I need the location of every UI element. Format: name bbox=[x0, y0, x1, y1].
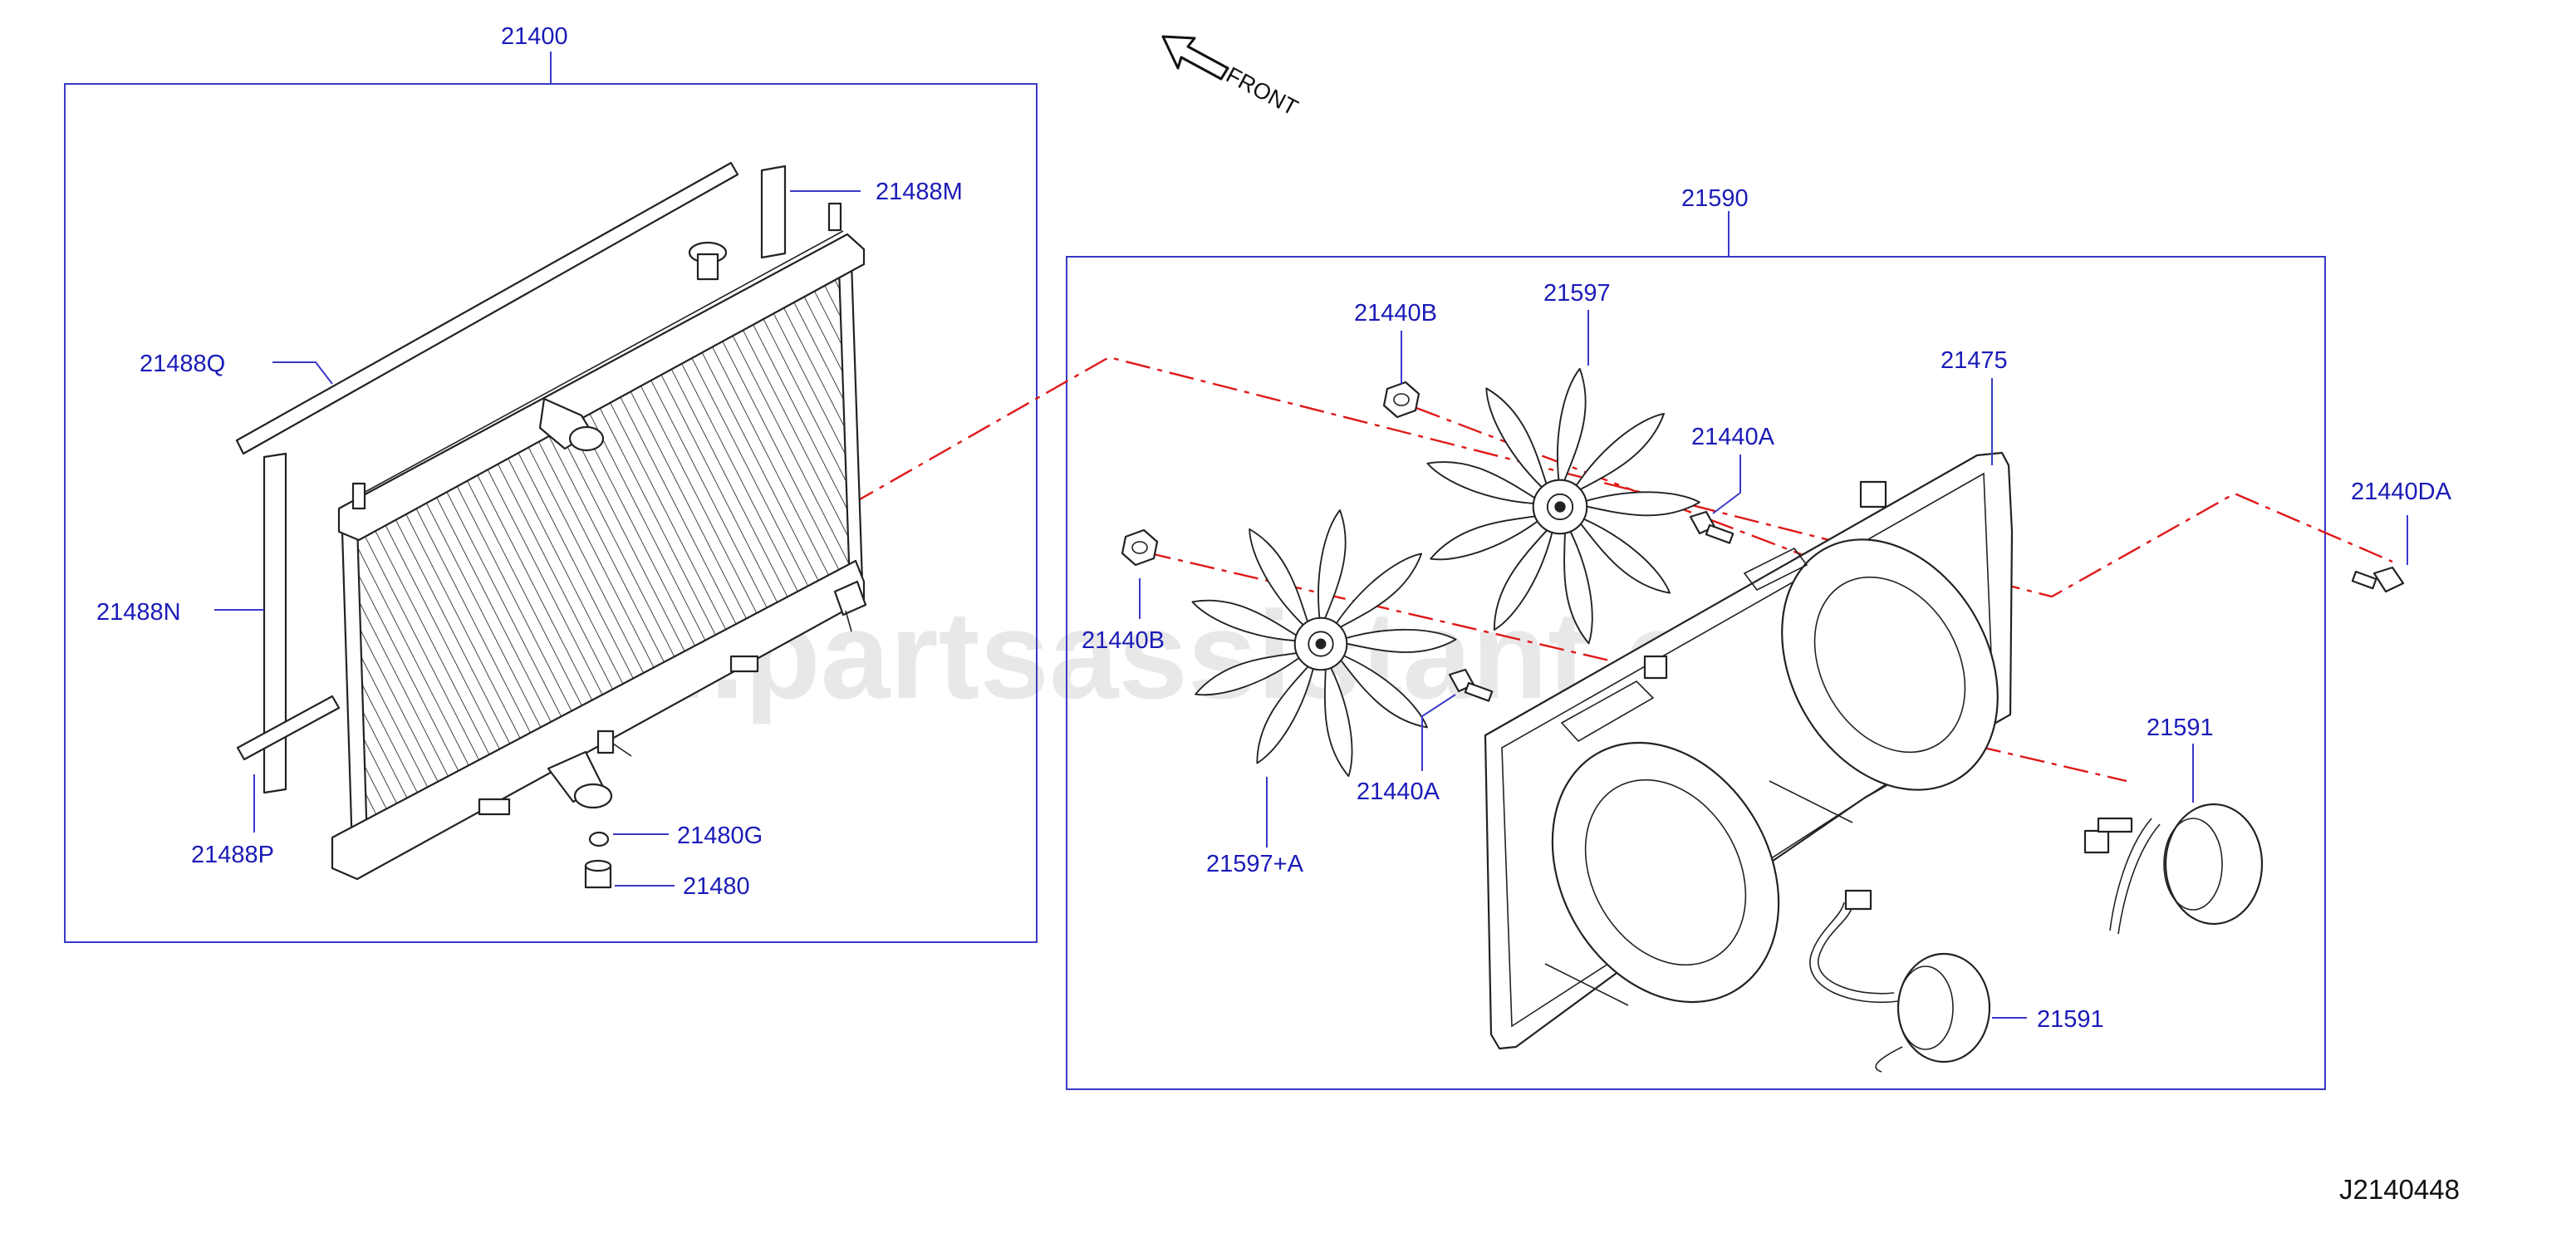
drain-gasket-icon bbox=[588, 831, 610, 847]
callout-21440A-top: 21440A bbox=[1691, 424, 1775, 450]
shroud-opening-left bbox=[1551, 741, 1780, 1004]
drain-plug-icon bbox=[584, 859, 612, 889]
callout-21488Q: 21488Q bbox=[140, 351, 225, 377]
nut-21440B-top-icon bbox=[1382, 381, 1420, 419]
seal-strip-left bbox=[263, 452, 287, 794]
seal-strip-bottom bbox=[236, 695, 341, 761]
fan-motor-right-icon bbox=[2083, 803, 2264, 935]
nut-21440B-left-icon bbox=[1121, 528, 1159, 567]
center-line bbox=[618, 356, 2393, 598]
callout-21488P: 21488P bbox=[191, 842, 274, 868]
callout-21597: 21597 bbox=[1543, 280, 1611, 307]
callout-21488M: 21488M bbox=[876, 179, 963, 205]
reference-code: J2140448 bbox=[2339, 1174, 2460, 1205]
callout-21440B-left: 21440B bbox=[1082, 627, 1165, 654]
callout-21440A-lower: 21440A bbox=[1357, 779, 1440, 805]
callout-21591-right: 21591 bbox=[2147, 715, 2214, 741]
callout-21480: 21480 bbox=[683, 873, 750, 900]
callout-21440B-top: 21440B bbox=[1354, 300, 1437, 327]
fan-shroud-drawing bbox=[1484, 451, 2014, 1050]
bolt-21440A-lower-icon bbox=[1448, 668, 1494, 702]
fan-motor-lower-icon bbox=[1809, 889, 1991, 1073]
front-label: FRONT bbox=[1222, 62, 1302, 120]
callout-21591-lower: 21591 bbox=[2037, 1006, 2104, 1033]
callout-21480G: 21480G bbox=[677, 823, 763, 849]
radiator-drawing bbox=[235, 161, 867, 881]
callout-21440DA: 21440DA bbox=[2351, 479, 2452, 505]
bolt-21440A-top-icon bbox=[1689, 510, 1735, 544]
callout-21475: 21475 bbox=[1941, 347, 2008, 374]
center-line-fan-upper bbox=[1416, 406, 1837, 569]
callout-21488N: 21488N bbox=[96, 599, 181, 626]
seal-strip-top bbox=[235, 161, 739, 455]
radiator-core bbox=[351, 268, 853, 841]
callout-21597-A: 21597+A bbox=[1206, 851, 1304, 877]
bolt-21440DA-icon bbox=[2351, 566, 2405, 593]
leader-21440A-top bbox=[1712, 454, 1741, 514]
fan-group-box bbox=[1066, 256, 2326, 1090]
front-arrow-icon bbox=[1161, 35, 1229, 81]
radiator-top-tank bbox=[337, 233, 866, 542]
seal-strip-right bbox=[760, 165, 787, 259]
shroud-opening-right bbox=[1781, 538, 1999, 791]
leader-21488Q bbox=[272, 361, 333, 385]
callout-21590: 21590 bbox=[1681, 185, 1749, 212]
callout-21400: 21400 bbox=[501, 23, 568, 50]
leader-21440A-lower bbox=[1421, 694, 1456, 771]
